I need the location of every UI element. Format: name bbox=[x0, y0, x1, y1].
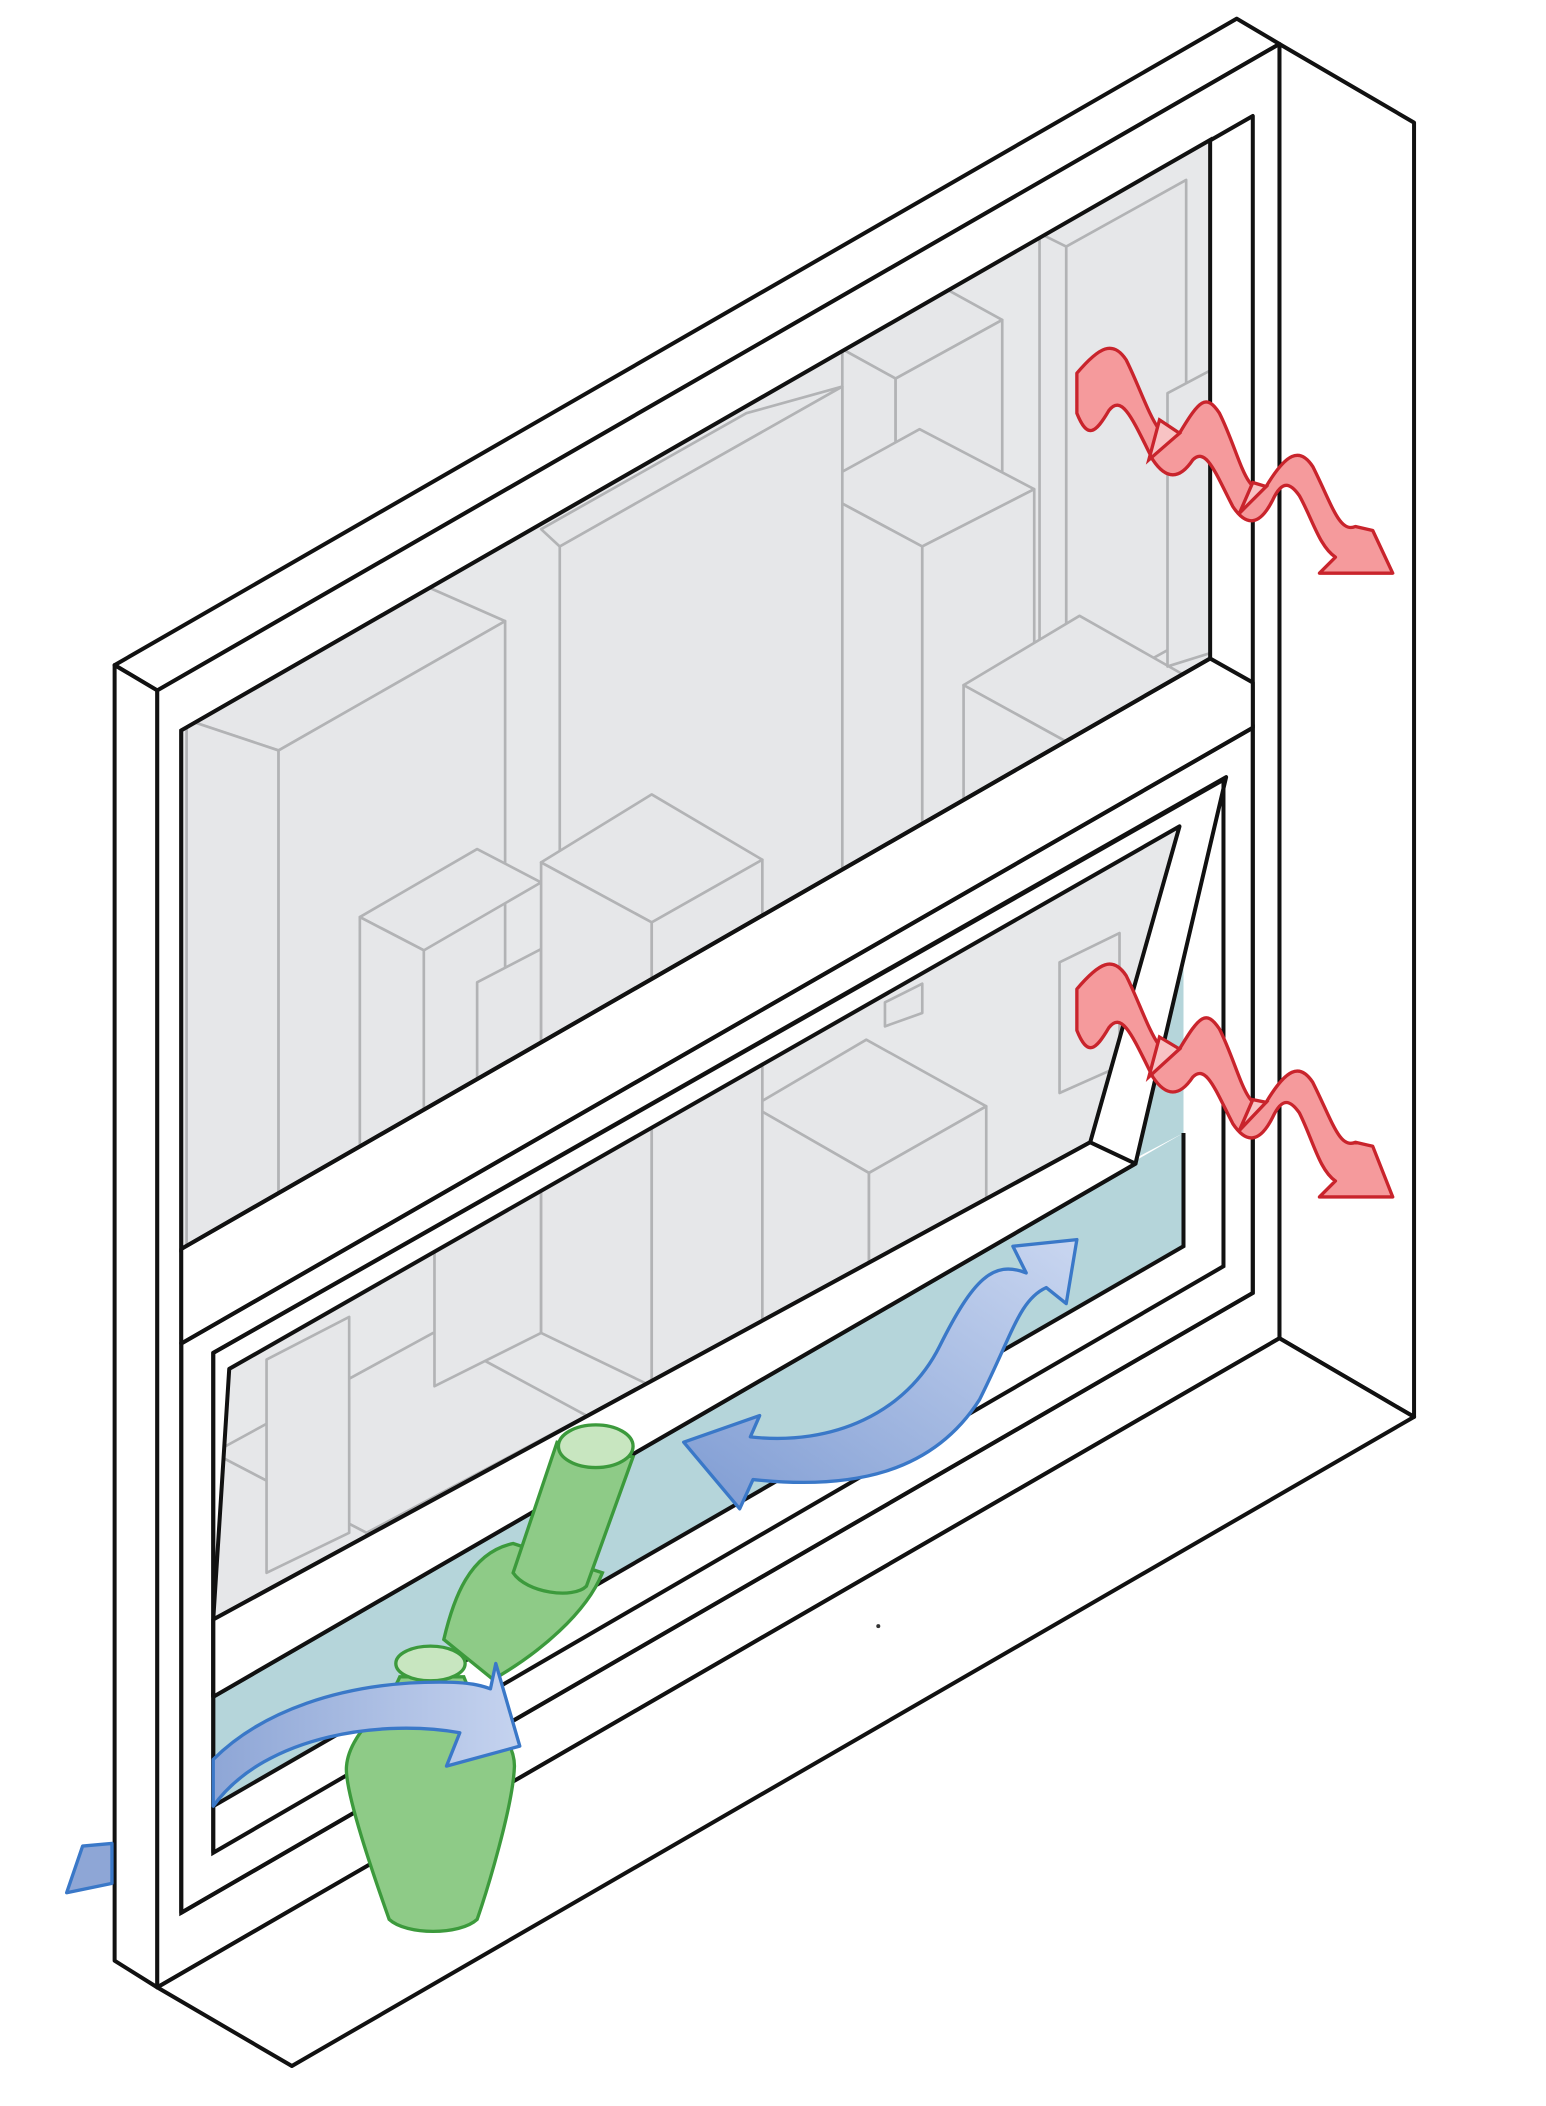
frame-right-depth bbox=[1277, 41, 1417, 1419]
frame-left-depth bbox=[112, 663, 160, 1990]
heat-wave-arrow-upper-icon bbox=[1075, 346, 1395, 575]
upper-pane-border bbox=[179, 136, 1213, 1253]
airflow-arrow-left-edge-icon bbox=[64, 1841, 114, 1895]
airflow-arrow-upper-icon bbox=[682, 1237, 1079, 1511]
heat-wave-arrow-lower-icon bbox=[1075, 962, 1395, 1199]
airflow-arrow-lower-icon bbox=[211, 1661, 522, 1808]
vase-back bbox=[441, 1423, 636, 1682]
